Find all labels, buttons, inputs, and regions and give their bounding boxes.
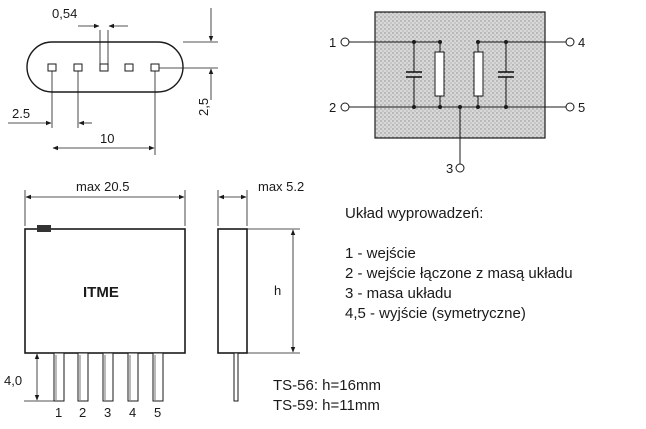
dim-height-top: 2,5 xyxy=(196,98,211,116)
dim-span: 10 xyxy=(100,131,114,146)
legend-item-2: 2 - wejście łączone z masą układu xyxy=(345,265,573,282)
legend-title: Układ wyprowadzeń: xyxy=(345,205,484,222)
dim-pin-length: 4,0 xyxy=(4,373,22,388)
resistor-right xyxy=(473,51,484,97)
front-pin-label-3: 3 xyxy=(104,405,111,420)
legend-item-3: 3 - masa układu xyxy=(345,285,452,302)
footprint-outline xyxy=(26,41,184,93)
terminal-1 xyxy=(340,37,350,47)
dim-body-width: max 20.5 xyxy=(76,179,129,194)
side-pin xyxy=(233,352,239,402)
dim-body-depth: max 5.2 xyxy=(258,179,304,194)
pad-5 xyxy=(150,63,160,72)
side-body xyxy=(217,228,248,354)
front-pin-3 xyxy=(102,352,114,402)
front-pin-label-4: 4 xyxy=(129,405,136,420)
pad-3 xyxy=(99,63,109,72)
type-heights: TS-56: h=16mm TS-59: h=11mm xyxy=(273,376,381,416)
schematic xyxy=(340,11,575,173)
body-label: ITME xyxy=(83,284,119,301)
type-ts56: TS-56: h=16mm xyxy=(273,377,381,394)
pad-1 xyxy=(47,63,57,72)
terminal-5 xyxy=(565,102,575,112)
type-ts59: TS-59: h=11mm xyxy=(273,397,380,414)
terminal-3 xyxy=(455,163,465,173)
terminal-label-5: 5 xyxy=(578,100,585,115)
orientation-mark xyxy=(37,225,51,232)
front-pin-2 xyxy=(77,352,89,402)
legend-item-4: 4,5 - wyjście (symetryczne) xyxy=(345,305,526,322)
side-view xyxy=(217,190,300,402)
dim-body-height: h xyxy=(274,283,281,298)
top-view xyxy=(8,8,218,155)
dim-pitch: 2.5 xyxy=(12,106,30,121)
legend-item-1: 1 - wejście xyxy=(345,245,416,262)
front-pin-label-1: 1 xyxy=(55,405,62,420)
front-pin-label-2: 2 xyxy=(79,405,86,420)
pinout-legend: Układ wyprowadzeń: 1 - wejście 2 - wejśc… xyxy=(345,204,573,324)
front-pin-label-5: 5 xyxy=(154,405,161,420)
pad-2 xyxy=(73,63,83,72)
terminal-label-2: 2 xyxy=(329,100,336,115)
pad-4 xyxy=(124,63,134,72)
terminal-label-1: 1 xyxy=(329,35,336,50)
schematic-junctions xyxy=(412,40,508,109)
dim-pin-width: 0,54 xyxy=(52,6,77,21)
front-pin-1 xyxy=(53,352,65,402)
front-pin-4 xyxy=(127,352,139,402)
terminal-4 xyxy=(565,37,575,47)
front-view xyxy=(24,190,186,402)
terminal-label-4: 4 xyxy=(578,35,585,50)
resistor-left xyxy=(434,51,445,97)
front-pin-5 xyxy=(152,352,164,402)
terminal-2 xyxy=(340,102,350,112)
terminal-label-3: 3 xyxy=(446,161,453,176)
